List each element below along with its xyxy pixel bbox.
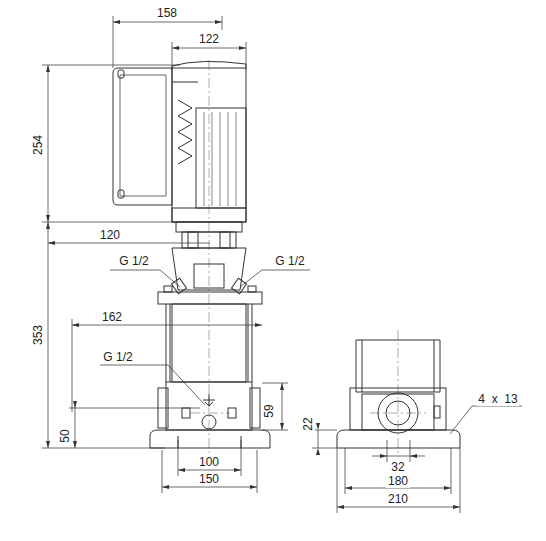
dimension-label: 210 — [386, 492, 410, 506]
dimension-label: 22 — [301, 415, 315, 432]
dimension-label: 180 — [386, 474, 410, 488]
dimension-lines — [42, 16, 522, 513]
dimension-label: 120 — [98, 228, 122, 242]
dimension-label: 122 — [197, 32, 221, 46]
dimension-label: 32 — [389, 460, 406, 474]
dimension-label: 100 — [197, 455, 221, 469]
dimension-label: 353 — [31, 323, 45, 347]
dimension-label: 254 — [31, 133, 45, 157]
pump-base — [150, 382, 270, 448]
dimension-label: G 1/2 — [273, 254, 306, 268]
dimension-label: 158 — [155, 6, 179, 20]
dimension-label: 50 — [58, 427, 72, 444]
dimension-label: 59 — [262, 402, 276, 419]
motor — [113, 61, 246, 222]
pump-chamber — [166, 304, 252, 382]
dimension-label: 4 x 13 — [476, 392, 519, 406]
pump-head — [158, 222, 262, 304]
dimension-label: 162 — [100, 310, 124, 324]
dimension-label: G 1/2 — [101, 350, 134, 364]
dimension-label: G 1/2 — [117, 254, 150, 268]
side-view — [337, 340, 460, 448]
dimension-label: 150 — [197, 472, 221, 486]
